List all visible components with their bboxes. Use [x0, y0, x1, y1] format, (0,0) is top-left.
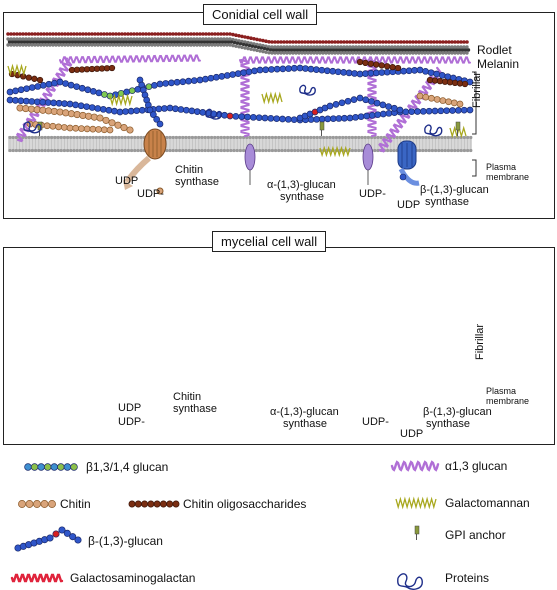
legend-b13-glucan: β-(1,3)-glucan	[88, 534, 163, 548]
mycelial-fibrillar-label: Fibrillar	[474, 323, 486, 360]
bead	[18, 500, 26, 508]
mycelial-alpha-synthase-label-1: α-(1,3)-glucan	[270, 406, 339, 418]
bead	[48, 500, 56, 508]
bead	[52, 530, 60, 538]
chain-link	[17, 529, 79, 549]
legend-proteins: Proteins	[445, 571, 490, 585]
legend-galactomannan: Galactomannan	[445, 496, 530, 510]
mycelial-alpha-synthase-label-2: synthase	[283, 418, 328, 430]
rodlet-label: Rodlet	[477, 43, 512, 57]
bead	[25, 541, 33, 549]
mycelial-chitin-synthase-label-2: synthase	[173, 403, 218, 415]
galactomannan-zigzag	[395, 496, 437, 510]
bead	[74, 536, 82, 544]
bead	[128, 500, 136, 508]
mycelial-beta-synthase-label-1: β-(1,3)-glucan	[423, 406, 492, 418]
legend-gag: Galactosaminogalactan	[70, 571, 196, 585]
legend-b13-symbol	[14, 526, 82, 552]
bead	[35, 537, 43, 545]
bead	[63, 529, 71, 537]
bead	[166, 500, 174, 508]
bead	[30, 539, 38, 547]
mycelial-beta-synthase-label-2: synthase	[426, 418, 471, 430]
legend-gpi-symbol	[414, 525, 420, 540]
bead	[63, 463, 72, 471]
bead	[14, 544, 22, 552]
bead	[141, 500, 149, 508]
mycelial-title: mycelial cell wall	[212, 231, 327, 252]
bead	[37, 463, 45, 471]
conidial-title: Conidial cell wall	[203, 4, 318, 25]
bead	[147, 500, 155, 508]
legend-a13-symbol	[390, 460, 440, 472]
gpi-block	[414, 525, 420, 535]
conidial-udp-minus-label: UDP-	[137, 188, 164, 200]
bead	[70, 463, 78, 471]
bead	[57, 463, 65, 471]
legend-proteins-symbol	[397, 573, 423, 590]
melanin-label: Melanin	[477, 57, 520, 71]
mycelial-plasma-label-1: Plasma	[486, 386, 517, 396]
legend-gpi-anchor: GPI anchor	[445, 528, 506, 542]
bead	[69, 533, 77, 541]
conidial-chitin-synthase-label-1: Chitin	[175, 164, 204, 176]
legend-gag-symbol	[10, 573, 64, 583]
legend-galactomannan-symbol	[395, 496, 437, 510]
legend-chitin: Chitin	[60, 497, 91, 511]
mycelial-udp-label: UDP	[118, 402, 142, 414]
conidial-alpha-synthase-label-2: synthase	[280, 191, 325, 203]
mycelial-cell-wall-panel	[3, 247, 555, 445]
mycelial-udp-minus-label: UDP-	[118, 416, 145, 428]
bead	[43, 463, 52, 471]
bead	[30, 463, 39, 471]
conidial-plasma-label-2: membrane	[486, 172, 530, 182]
conidial-beta-udp-label: UDP	[397, 199, 421, 211]
bead	[40, 500, 49, 508]
legend-chitin-oligo-symbol	[128, 500, 180, 508]
mycelial-chitin-synthase-label-1: Chitin	[173, 391, 202, 403]
conidial-beta-synthase-label-1: β-(1,3)-glucan	[420, 184, 489, 196]
bead	[50, 463, 59, 471]
conidial-fibrillar-label: Fibrillar	[471, 71, 483, 108]
conidial-beta-synthase-label-2: synthase	[425, 196, 470, 208]
legend-b1314-glucan: β1,3/1,4 glucan	[86, 460, 169, 474]
conidial-udp-label: UDP	[115, 175, 139, 187]
bead	[24, 463, 32, 471]
bead	[19, 542, 27, 550]
mycelial-beta-udp-label: UDP	[400, 428, 424, 440]
conidial-plasma-label-1: Plasma	[486, 162, 517, 172]
legend-b1314-symbol	[24, 463, 78, 471]
bead	[134, 500, 142, 508]
legend-chitin-oligo: Chitin oligosaccharides	[183, 497, 307, 511]
legend-chitin-symbol	[18, 500, 56, 508]
bead	[41, 536, 49, 544]
bead	[58, 526, 66, 534]
bead	[159, 500, 167, 508]
bead	[33, 500, 41, 508]
bead	[25, 500, 34, 508]
conidial-beta-udp-minus-label: UDP-	[359, 188, 386, 200]
conidial-chitin-synthase-label-2: synthase	[175, 176, 220, 188]
bead	[153, 500, 161, 508]
mycelial-beta-udp-minus-label: UDP-	[362, 416, 389, 428]
mycelial-plasma-label-2: membrane	[486, 396, 530, 406]
protein-coil	[397, 573, 423, 590]
bead	[46, 534, 54, 542]
bead	[172, 500, 180, 508]
conidial-alpha-synthase-label-1: α-(1,3)-glucan	[267, 179, 336, 191]
legend-a13-glucan: α1,3 glucan	[445, 459, 508, 473]
